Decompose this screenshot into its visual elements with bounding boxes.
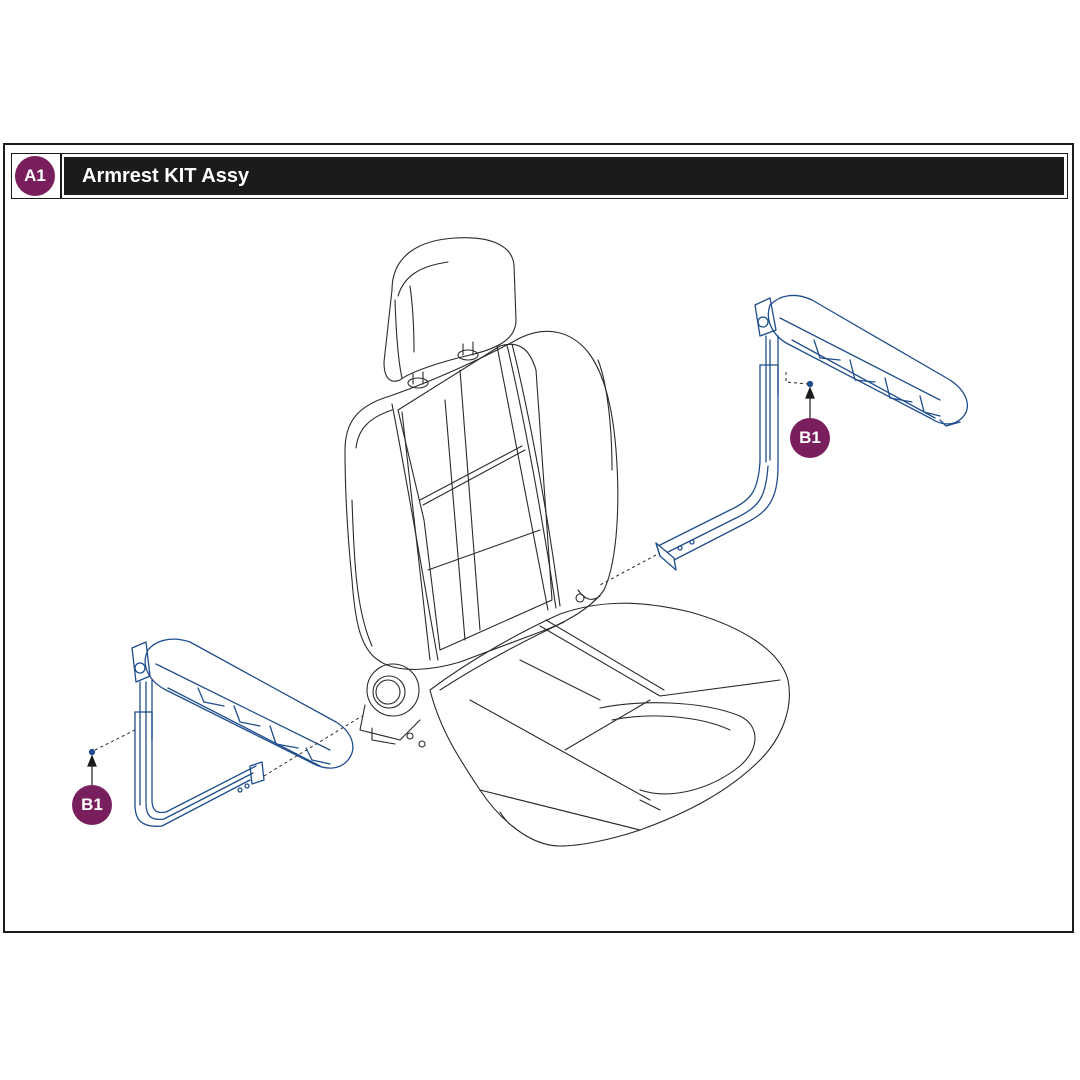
- dashed-line-left-armrest: [263, 715, 363, 777]
- seat-assembly: [344, 237, 790, 847]
- callout-arrows: [87, 386, 815, 785]
- callout-badge-b1-left: B1: [72, 785, 112, 825]
- dashed-line-left-screw: [94, 729, 136, 751]
- dashed-line-right-screw: [785, 372, 809, 385]
- diagram-frame: [3, 143, 1074, 933]
- header-divider: [60, 153, 62, 199]
- item-badge-a1: A1: [15, 156, 55, 196]
- title-bar: [64, 157, 1064, 195]
- armrest-right: [655, 294, 968, 571]
- seat-cushion: [429, 602, 790, 847]
- backrest: [344, 330, 619, 670]
- armrest-left: [88, 638, 354, 827]
- assembly-lines: [94, 372, 809, 777]
- diagram-title: Armrest KIT Assy: [82, 165, 250, 187]
- callout-badge-b1-right: B1: [790, 418, 830, 458]
- headrest: [383, 237, 517, 389]
- recline-knob: [359, 663, 426, 748]
- dashed-line-right-armrest: [599, 554, 657, 586]
